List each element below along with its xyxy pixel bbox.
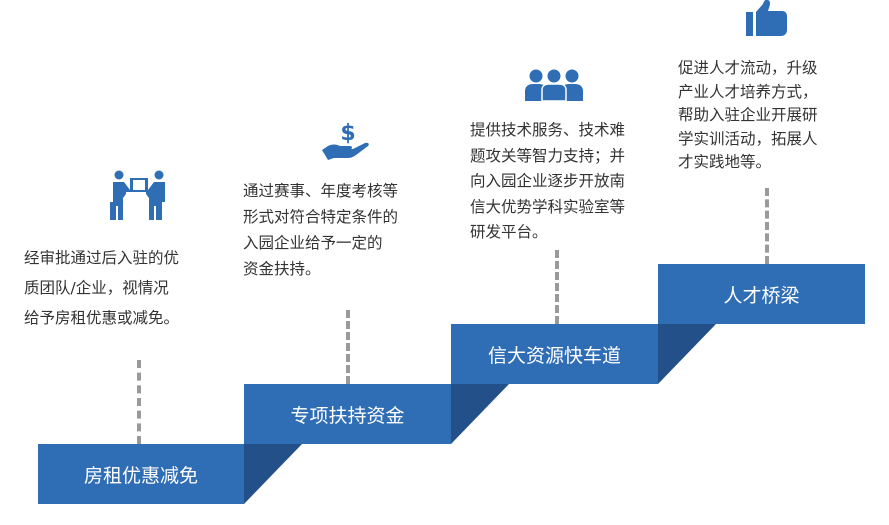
text-line: 经审批通过后入驻的优 (24, 249, 180, 267)
connector-line (346, 310, 350, 384)
step-shadow (451, 384, 509, 444)
text-line: 研发平台。 (470, 223, 548, 241)
connector-line (765, 188, 769, 264)
text-line: 通过赛事、年度考核等 (243, 182, 399, 200)
text-line: 产业人才培养方式， (678, 82, 818, 101)
text-line: 质团队/企业，视情况 (24, 279, 169, 297)
step-bar-talent: 人才桥梁 (658, 264, 865, 324)
step-description-resources: 提供技术服务、技术难 题攻关等智力支持；并 向入园企业逐步开放南 信大优势学科实… (470, 118, 625, 246)
thumbs-up-icon (746, 0, 787, 36)
connector-line (137, 360, 141, 444)
text-line: 帮助入驻企业开展研 (678, 106, 818, 124)
text-line: 向入园企业逐步开放南 (470, 172, 626, 190)
step-title: 信大资源快车道 (487, 344, 621, 367)
step-shadow (658, 324, 716, 384)
step-title: 房租优惠减免 (83, 464, 198, 487)
text-line: 给予房租优惠或减免。 (24, 309, 180, 327)
text-line: 形式对符合特定条件的 (243, 208, 399, 226)
step-description-funding: 通过赛事、年度考核等 形式对符合特定条件的 入园企业给予一定的 资金扶持。 (243, 178, 398, 282)
hand-dollar-icon: $ (322, 121, 369, 160)
text-line: 促进人才流动，升级 (678, 59, 818, 77)
step-title: 专项扶持资金 (290, 404, 405, 427)
text-line: 信大优势学科实验室等 (470, 197, 626, 216)
svg-text:$: $ (340, 121, 355, 146)
step-title: 人才桥梁 (723, 284, 800, 307)
step-description-talent: 促进人才流动，升级 产业人才培养方式， 帮助入驻企业开展研 学实训活动，拓展人 … (678, 57, 818, 175)
connector-line (555, 250, 559, 324)
text-line: 提供技术服务、技术难 (470, 121, 626, 139)
step-shadow (244, 444, 302, 504)
movers-carrying-box-icon (110, 170, 165, 220)
text-line: 学实训活动，拓展人 (678, 129, 818, 148)
text-line: 入园企业给予一定的 (243, 234, 383, 252)
team-icon (525, 69, 583, 101)
text-line: 资金扶持。 (243, 260, 321, 278)
text-line: 才实践地等。 (678, 153, 772, 171)
step-bar-rent: 房租优惠减免 (38, 444, 244, 504)
text-line: 题攻关等智力支持；并 (470, 146, 626, 165)
step-description-rent: 经审批通过后入驻的优 质团队/企业，视情况 给予房租优惠或减免。 (24, 243, 179, 333)
step-bar-resources: 信大资源快车道 (451, 324, 658, 384)
step-bar-funding: 专项扶持资金 (244, 384, 451, 444)
